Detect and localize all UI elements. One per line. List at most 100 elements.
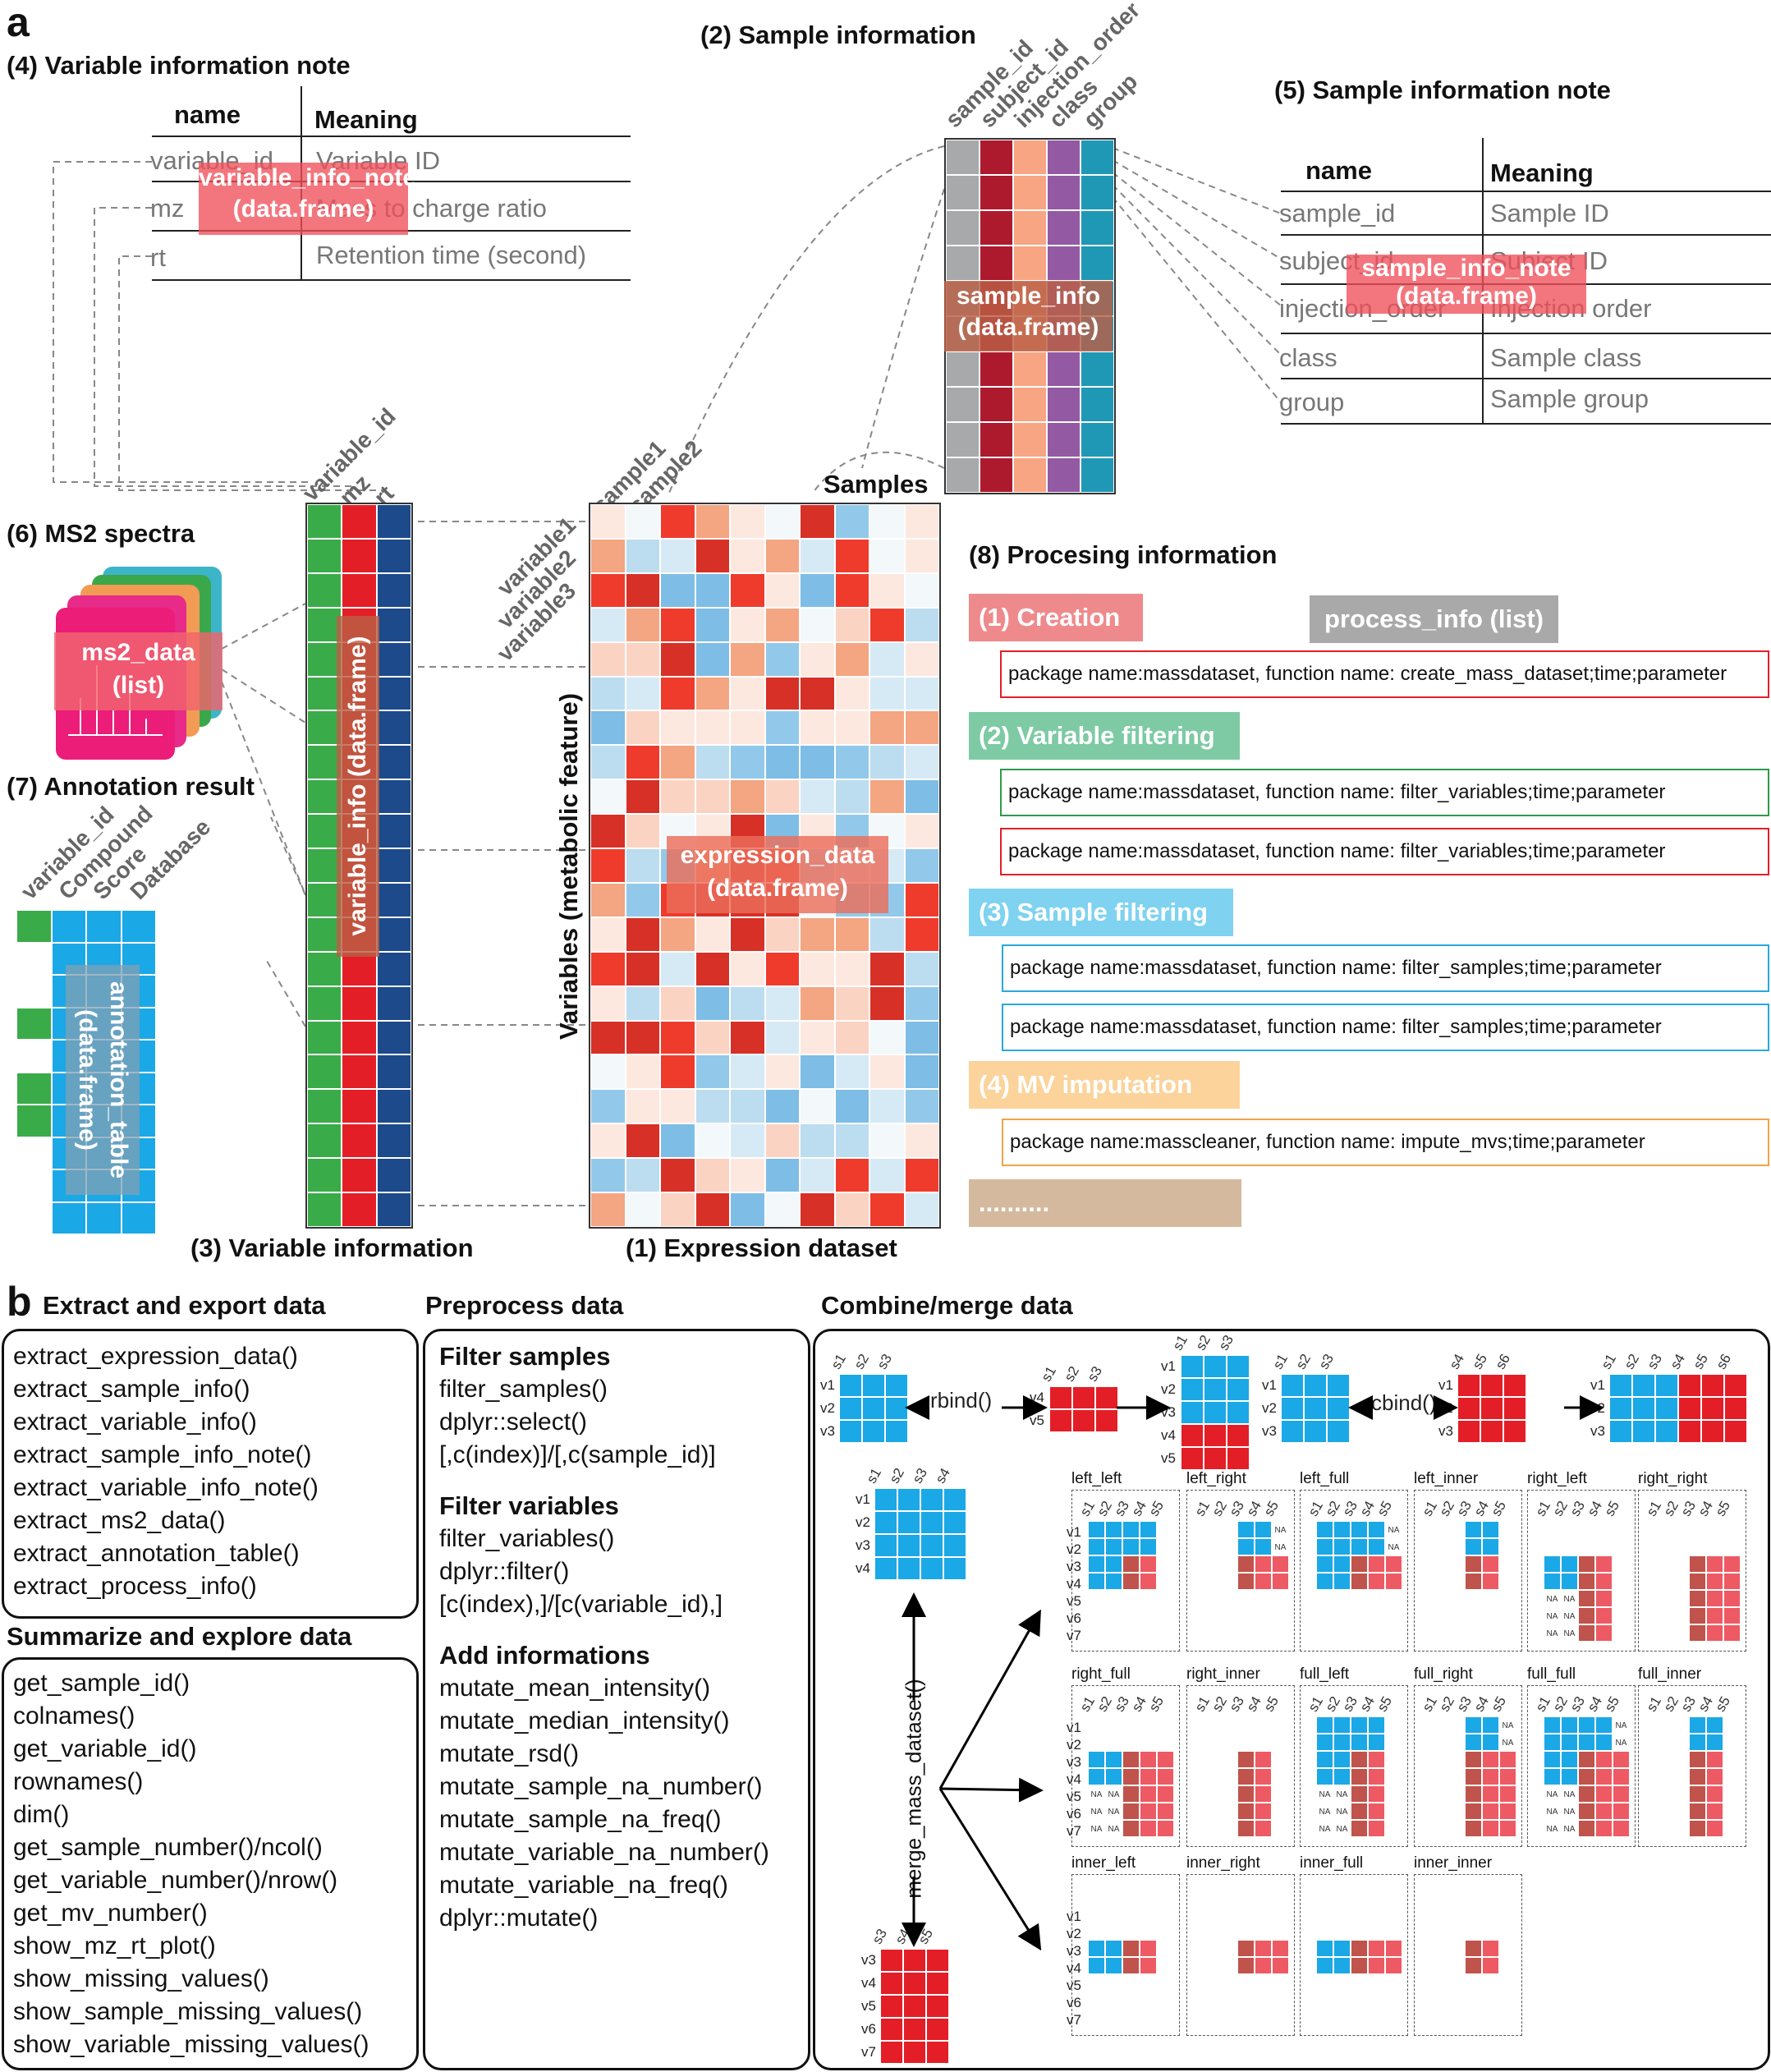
annotation-cell (16, 1201, 52, 1234)
matrix-cell (1351, 1803, 1368, 1820)
summarize-function: rownames() (13, 1768, 144, 1795)
variable-label: v1 (820, 1377, 835, 1393)
na-cell: NA (1272, 1521, 1289, 1538)
extract-function: extract_sample_info() (13, 1376, 250, 1403)
variable-label: v7 (1067, 1628, 1081, 1643)
var-note-rule (152, 279, 631, 281)
summarize-function-list: get_sample_id()colnames()get_variable_id… (13, 1667, 369, 2061)
matrix-cell (1595, 1573, 1613, 1590)
matrix-cell (1316, 1538, 1333, 1555)
matrix-cell (1678, 1420, 1701, 1443)
variable-label: v7 (861, 2044, 876, 2060)
preprocess-function: dplyr::select() (439, 1408, 588, 1436)
join-title: full_left (1300, 1665, 1350, 1683)
expression-cell (764, 504, 800, 539)
preprocess-group-heading: Filter samples (439, 1342, 611, 1371)
expression-cell (695, 951, 730, 986)
variable-label: v5 (1067, 1978, 1081, 1993)
matrix-cell (1368, 1751, 1385, 1768)
matrix-cell (1122, 1555, 1140, 1573)
matrix-cell (1237, 1803, 1255, 1820)
matrix-cell (1255, 1803, 1272, 1820)
matrix-cell (1689, 1590, 1706, 1607)
matrix-cell (903, 1949, 926, 1972)
matrix-cell (926, 2018, 949, 2041)
matrix-cell (1095, 1386, 1118, 1409)
variable-label: v3 (861, 1952, 876, 1968)
expression-cell (660, 1192, 695, 1227)
variable-label: v4 (861, 1975, 876, 1991)
matrix-cell (1613, 1751, 1630, 1768)
matrix-cell (1122, 1940, 1140, 1957)
variable-label: v7 (1067, 1823, 1081, 1839)
expression-cell (834, 538, 869, 573)
join-frame (1300, 1490, 1408, 1652)
variable-info-cell (307, 882, 342, 917)
matrix-cell (1701, 1420, 1724, 1443)
expression-cell (800, 1054, 835, 1090)
na-cell: NA (1385, 1538, 1402, 1555)
matrix-cell (1368, 1820, 1385, 1837)
sample-note-rule (1281, 234, 1771, 236)
expression-cell (904, 504, 939, 539)
expression-cell (869, 710, 905, 746)
expression-cell (730, 985, 765, 1021)
expression-cell (764, 917, 800, 952)
matrix-cell (1333, 1957, 1351, 1974)
expression-cell (695, 1089, 730, 1124)
variable-info-cell (376, 1123, 411, 1159)
matrix-cell (1122, 1957, 1140, 1974)
matrix-cell (1465, 1940, 1482, 1957)
join-frame (1527, 1685, 1636, 1847)
expression-cell (869, 641, 905, 677)
matrix-cell (1237, 1538, 1255, 1555)
expression-cell (904, 538, 939, 573)
variable-label: v1 (1067, 1909, 1081, 1924)
matrix-cell (1140, 1555, 1157, 1573)
matrix-cell (1561, 1716, 1578, 1734)
sample-info-cell (980, 246, 1013, 281)
sample-note-rule (1281, 333, 1771, 334)
variable-info-cell (376, 848, 411, 883)
matrix-cell (1304, 1397, 1327, 1420)
matrix-cell (1140, 1957, 1157, 1974)
matrix-cell (1578, 1716, 1595, 1734)
matrix-cell (1724, 1420, 1747, 1443)
variable-label: v4 (1161, 1427, 1176, 1443)
matrix-cell (1105, 1538, 1122, 1555)
variable-info-cell (342, 1089, 377, 1124)
expression-cell (625, 572, 660, 608)
expression-cell (590, 1192, 626, 1227)
matrix-cell (1122, 1751, 1140, 1768)
sample-info-cell (980, 387, 1013, 422)
matrix-cell (1499, 1803, 1516, 1820)
matrix-cell (1457, 1374, 1480, 1397)
matrix-cell (1689, 1555, 1706, 1573)
matrix-cell (1181, 1401, 1204, 1424)
matrix-cell (1723, 1555, 1741, 1573)
summarize-function: get_variable_number()/nrow() (13, 1867, 338, 1894)
process-entry: package name:massdataset, function name:… (1002, 944, 1769, 992)
matrix-cell (1561, 1573, 1578, 1590)
expression-cell (800, 1192, 835, 1227)
expression-cell (904, 1020, 939, 1055)
matrix-cell (1499, 1751, 1516, 1768)
sample-info-cell (946, 175, 980, 210)
expression-cell (730, 641, 765, 677)
expression-cell (625, 538, 660, 573)
matrix-cell (1368, 1785, 1385, 1803)
na-cell: NA (1333, 1820, 1351, 1837)
annotation-cell (51, 1201, 86, 1234)
expression-cell (590, 1020, 626, 1055)
variable-info-cell (342, 985, 377, 1021)
expression-cell (660, 917, 695, 952)
join-title: right_right (1638, 1470, 1708, 1487)
matrix-cell (1632, 1374, 1655, 1397)
matrix-cell (1122, 1768, 1140, 1785)
extract-function: extract_ms2_data() (13, 1507, 226, 1534)
expression-cell (625, 1089, 660, 1124)
sample-note-row-name: sample_id (1279, 199, 1396, 227)
matrix-cell (1227, 1401, 1250, 1424)
processing-title: (8) Procesing information (969, 540, 1278, 569)
expression-cell (590, 504, 626, 539)
